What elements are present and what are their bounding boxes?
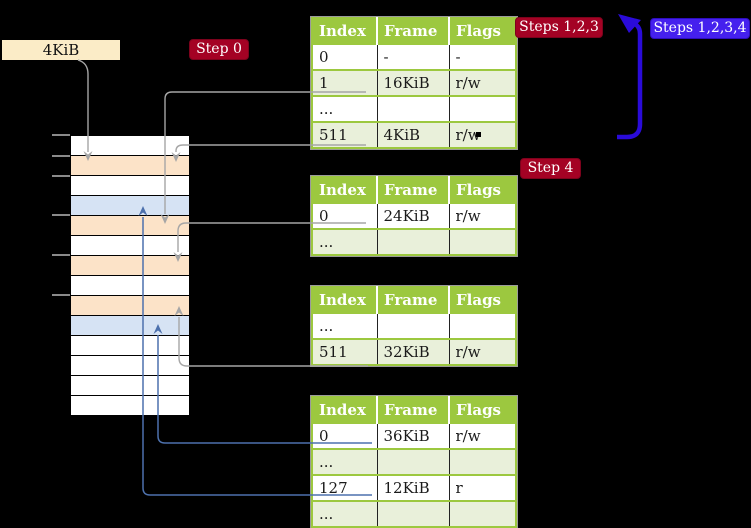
table-cell: r/w bbox=[449, 422, 516, 449]
table-row: ... bbox=[312, 95, 516, 122]
column-header: Frame bbox=[377, 397, 450, 423]
table-cell bbox=[377, 228, 450, 255]
memory-row-empty bbox=[71, 276, 189, 296]
table-cell: 127 bbox=[312, 474, 378, 501]
table-cell: ... bbox=[312, 95, 378, 122]
table-cell: 0 bbox=[312, 422, 378, 449]
recursive-loop-arrowhead bbox=[618, 14, 641, 33]
table-row: ... bbox=[312, 500, 516, 527]
memory-row-empty bbox=[71, 396, 189, 416]
tick-mark bbox=[52, 175, 70, 177]
table-cell: r bbox=[449, 474, 516, 501]
table-cell: 1 bbox=[312, 69, 378, 96]
memory-row-table bbox=[71, 256, 189, 276]
steps1234-badge: Steps 1,2,3,4 bbox=[650, 18, 750, 39]
frame-size-label: 4KiB bbox=[2, 40, 120, 60]
table-cell: r/w bbox=[449, 338, 516, 365]
tick-mark bbox=[52, 134, 70, 136]
recursive-loop-arrow bbox=[617, 22, 643, 140]
table-cell bbox=[377, 500, 450, 527]
table-cell bbox=[449, 500, 516, 527]
table-cell bbox=[377, 312, 450, 339]
column-header: Flags bbox=[449, 397, 516, 423]
memory-row-empty bbox=[71, 356, 189, 376]
memory-row-empty bbox=[71, 176, 189, 196]
table-cell bbox=[449, 95, 516, 122]
table-row: ... bbox=[312, 448, 516, 475]
tick-mark bbox=[52, 155, 70, 157]
table-cell bbox=[449, 312, 516, 339]
column-header: Frame bbox=[377, 18, 450, 44]
memory-row-page bbox=[71, 316, 189, 336]
table-cell: 511 bbox=[312, 338, 378, 365]
table-cell: r/w bbox=[449, 202, 516, 229]
step4-badge: Step 4 bbox=[520, 158, 581, 179]
column-header: Flags bbox=[449, 18, 516, 44]
table-cell: 0 bbox=[312, 202, 378, 229]
column-header: Frame bbox=[377, 287, 450, 313]
table-cell: 24KiB bbox=[377, 202, 450, 229]
tick-mark bbox=[52, 214, 70, 216]
steps123-badge: Steps 1,2,3 bbox=[515, 17, 603, 38]
memory-row-table bbox=[71, 296, 189, 316]
table-row: ... bbox=[312, 312, 516, 339]
table-cell bbox=[377, 95, 450, 122]
table-cell: - bbox=[449, 43, 516, 70]
column-header: Index bbox=[312, 397, 378, 423]
table-cell: 32KiB bbox=[377, 338, 450, 365]
table-cell: 0 bbox=[312, 43, 378, 70]
tick-mark bbox=[52, 294, 70, 296]
memory-row-empty bbox=[71, 336, 189, 356]
column-header: Flags bbox=[449, 177, 516, 203]
table-cell: 36KiB bbox=[377, 422, 450, 449]
column-header: Flags bbox=[449, 287, 516, 313]
column-header: Index bbox=[312, 177, 378, 203]
table-cell bbox=[449, 448, 516, 475]
column-header: Index bbox=[312, 287, 378, 313]
table-cell: - bbox=[377, 43, 450, 70]
table-cell: 12KiB bbox=[377, 474, 450, 501]
table-cell: 16KiB bbox=[377, 69, 450, 96]
memory-row-page bbox=[71, 196, 189, 216]
tick-mark bbox=[52, 254, 70, 256]
memory-row-table bbox=[71, 216, 189, 236]
table-cell bbox=[449, 228, 516, 255]
memory-row-empty bbox=[71, 376, 189, 396]
table-row: 0-- bbox=[312, 43, 516, 70]
table-cell: 511 bbox=[312, 121, 378, 148]
table-cell: ... bbox=[312, 312, 378, 339]
column-header: Index bbox=[312, 18, 378, 44]
physical-memory-column bbox=[70, 135, 190, 416]
table-cell bbox=[377, 448, 450, 475]
memory-row-empty bbox=[71, 236, 189, 256]
table-cell: ... bbox=[312, 228, 378, 255]
table-row: ... bbox=[312, 228, 516, 255]
memory-row-table bbox=[71, 156, 189, 176]
table-cell: r/w bbox=[449, 121, 516, 148]
table-cell: ... bbox=[312, 500, 378, 527]
table-cell: r/w bbox=[449, 69, 516, 96]
table-cell: ... bbox=[312, 448, 378, 475]
memory-row-empty bbox=[71, 136, 189, 156]
table-cell: 4KiB bbox=[377, 121, 450, 148]
step0-badge: Step 0 bbox=[189, 39, 249, 60]
column-header: Frame bbox=[377, 177, 450, 203]
